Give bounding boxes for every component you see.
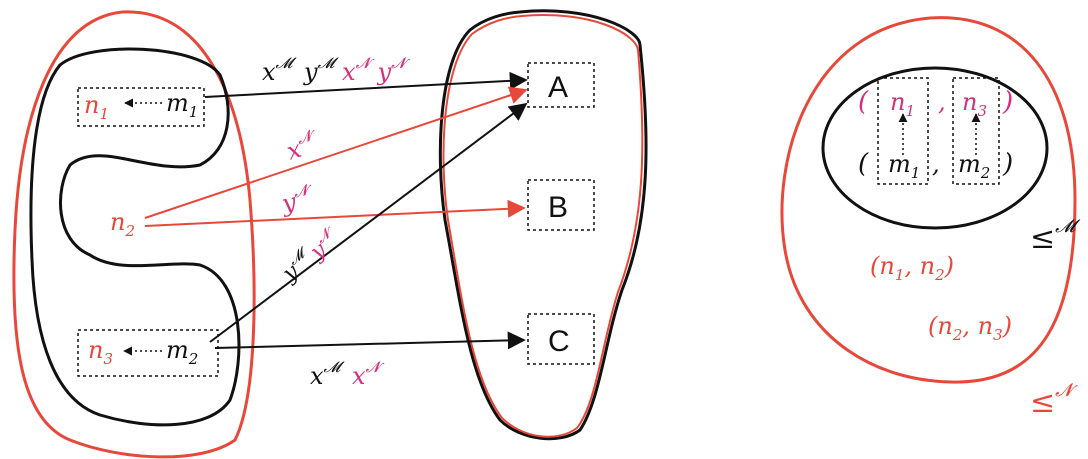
right-n1: n1 (890, 88, 915, 120)
middle-red-region (442, 14, 644, 438)
target-box-b (527, 179, 595, 231)
target-box-a (527, 62, 595, 108)
label-target-c: C (548, 325, 570, 358)
label-m1: m1 (166, 89, 198, 121)
left-black-region (29, 47, 241, 427)
label-target-a: A (548, 71, 568, 104)
pair-n2-n3: (n2, n3) (928, 312, 1012, 344)
order-leq-n: ≤𝓝 (1030, 380, 1078, 420)
arrow-n2-to-b (144, 199, 526, 227)
label-n3: n3 (88, 336, 113, 368)
right-black-region (821, 66, 1049, 230)
pair-n1-n2: (n1, n2) (870, 252, 954, 284)
edge-label-n2-b: y𝓝 (278, 180, 317, 218)
order-leq-m: ≤𝓜 (1030, 216, 1081, 256)
edge-label-m2-c: x𝓜 x𝓝 (310, 350, 385, 390)
right-m2: m2 (958, 150, 990, 182)
label-target-b: B (548, 191, 568, 224)
arrow-m2-to-c (214, 331, 526, 350)
right-red-region (780, 16, 1077, 384)
right-paren-open-bottom: ( (858, 149, 869, 179)
right-m1: m1 (888, 150, 920, 182)
arrow-m1-to-a (204, 71, 528, 98)
label-n2: n2 (110, 208, 135, 240)
middle-black-region (438, 9, 648, 441)
label-m2: m2 (166, 336, 198, 368)
arrow-n2-to-a (144, 86, 528, 219)
edge-label-m2-a: y𝓜 y𝓝 (271, 218, 346, 287)
box-n3-m2 (77, 329, 219, 377)
label-n1: n1 (84, 91, 109, 123)
right-paren-close-bottom: ) (1002, 149, 1013, 179)
left-red-region (12, 10, 256, 459)
right-n3: n3 (962, 88, 987, 120)
box-right-col1 (877, 77, 929, 185)
arrow-m2-to-a (209, 102, 528, 343)
right-comma-bottom: , (932, 150, 940, 178)
edge-label-m1-a: x𝓜 y𝓜 x𝓝 y𝓝 (262, 46, 410, 86)
target-box-c (527, 313, 595, 365)
right-comma-top: , (938, 88, 946, 116)
box-right-col2 (952, 77, 1000, 185)
box-n1-m1 (77, 87, 205, 127)
right-paren-open-top: ( (858, 87, 869, 117)
right-paren-close-top: ) (1002, 87, 1013, 117)
